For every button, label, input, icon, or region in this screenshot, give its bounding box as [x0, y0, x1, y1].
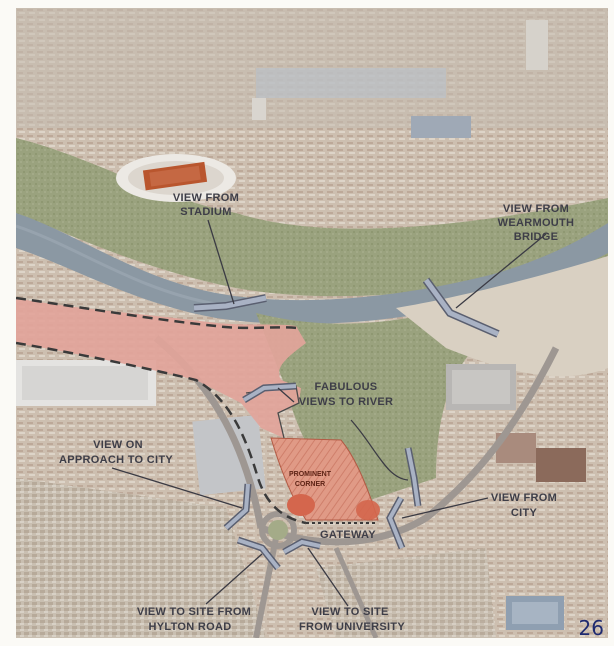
- corner-marker-west: [287, 494, 315, 516]
- label-view-from-city-1: VIEW FROM: [491, 492, 557, 504]
- site-area-pink: [16, 298, 306, 438]
- label-fabulous-1: FABULOUS: [315, 381, 378, 393]
- view-marker-wearmouth: [422, 277, 500, 338]
- cleared-land: [396, 256, 608, 377]
- label-university-1: VIEW TO SITE: [311, 606, 388, 618]
- view-marker-river: [242, 382, 297, 404]
- distant-buildings: [256, 68, 446, 98]
- road-east: [259, 346, 560, 546]
- north-bank-green: [16, 138, 608, 297]
- view-marker-approach: [223, 483, 252, 531]
- view-marker-stadium: [193, 294, 267, 312]
- label-hylton-2: HYLTON ROAD: [149, 621, 232, 633]
- label-wearmouth-1: VIEW FROM: [503, 203, 569, 215]
- label-view-from-stadium-1: VIEW FROM: [173, 192, 239, 204]
- label-approach-2: APPROACH TO CITY: [59, 454, 173, 466]
- warehouse-roof: [411, 116, 471, 138]
- corner-marker-east: [356, 500, 380, 520]
- label-approach-1: VIEW ON: [93, 439, 143, 451]
- site-boundary-dashed: [16, 296, 299, 330]
- leader-lines: [111, 219, 547, 607]
- stadium: [116, 154, 236, 202]
- label-gateway: GATEWAY: [320, 529, 376, 541]
- view-marker-university: [282, 538, 321, 556]
- label-wearmouth-2: WEARMOUTH: [498, 217, 575, 229]
- roundabout: [259, 511, 297, 549]
- label-prominent-2: CORNER: [295, 481, 325, 488]
- view-marker-hylton: [236, 536, 281, 571]
- label-hylton-1: VIEW TO SITE FROM: [137, 606, 251, 618]
- label-prominent-1: PROMINENT: [289, 471, 332, 478]
- view-marker-east: [404, 447, 422, 507]
- label-university-2: FROM UNIVERSITY: [299, 621, 405, 633]
- page-number: 26: [578, 616, 604, 640]
- label-wearmouth-3: BRIDGE: [514, 231, 559, 243]
- label-view-from-stadium-2: STADIUM: [180, 206, 231, 218]
- label-view-from-city-2: CITY: [511, 507, 538, 519]
- aerial-photo: VIEW FROM STADIUM VIEW FROM WEARMOUTH BR…: [16, 8, 608, 638]
- label-fabulous-2: VIEWS TO RIVER: [299, 396, 393, 408]
- view-marker-city: [386, 496, 406, 550]
- southwest-housing: [16, 478, 266, 638]
- south-bank-park: [256, 308, 486, 508]
